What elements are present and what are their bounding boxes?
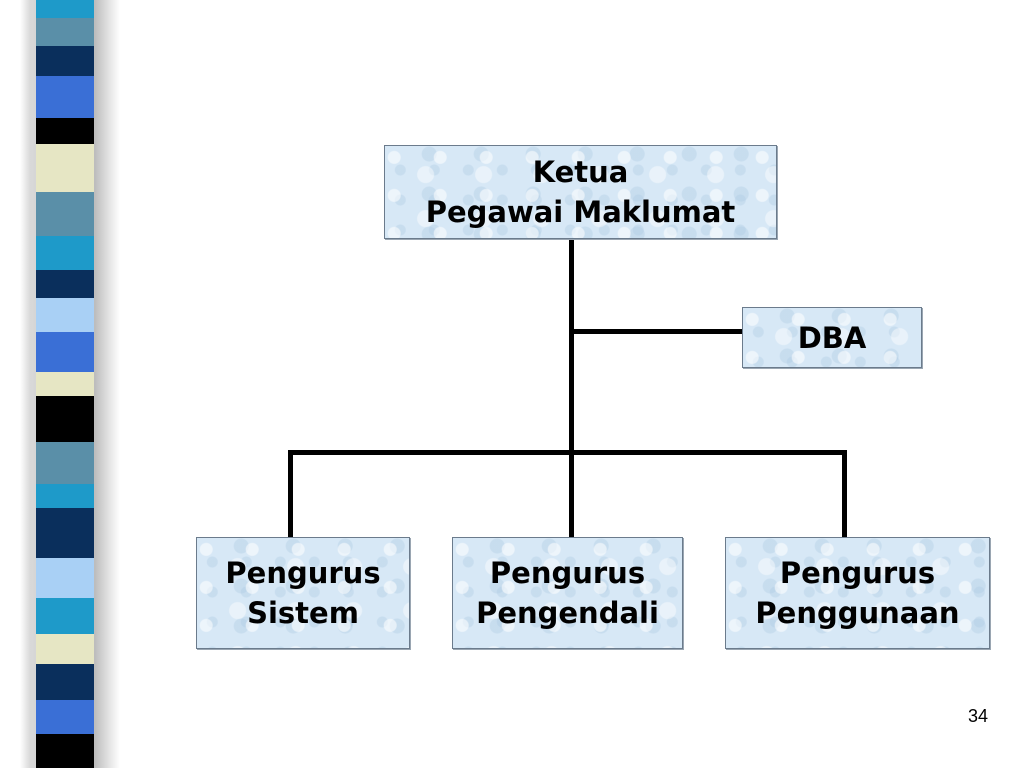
- connector-children-horizontal: [288, 450, 847, 455]
- top-node-line1: Ketua: [532, 155, 629, 189]
- connector-top-vertical: [569, 238, 574, 454]
- child-node-line1: Pengurus: [779, 556, 936, 590]
- child-node-line1: Pengurus: [489, 556, 646, 590]
- child-node-line2: Sistem: [247, 596, 359, 630]
- child-node-line2: Penggunaan: [755, 596, 960, 630]
- dba-node-label: DBA: [797, 320, 867, 355]
- decorative-color-strip: [36, 0, 94, 768]
- dba-node-box: DBA: [742, 307, 922, 368]
- slide-page-number: 34: [967, 706, 988, 726]
- connector-right-drop: [842, 450, 847, 538]
- top-node-line2: Pegawai Maklumat: [425, 195, 736, 229]
- child-node-box-sistem: Pengurus Sistem: [196, 537, 410, 649]
- child-node-box-pengendali: Pengurus Pengendali: [452, 537, 683, 649]
- child-node-box-penggunaan: Pengurus Penggunaan: [725, 537, 990, 649]
- child-node-line2: Pengendali: [476, 596, 659, 630]
- connector-middle-drop: [569, 450, 574, 538]
- child-node-line1: Pengurus: [225, 556, 381, 590]
- top-node-box: Ketua Pegawai Maklumat: [384, 145, 777, 239]
- connector-left-drop: [288, 450, 293, 538]
- connector-dba-horizontal: [569, 329, 743, 334]
